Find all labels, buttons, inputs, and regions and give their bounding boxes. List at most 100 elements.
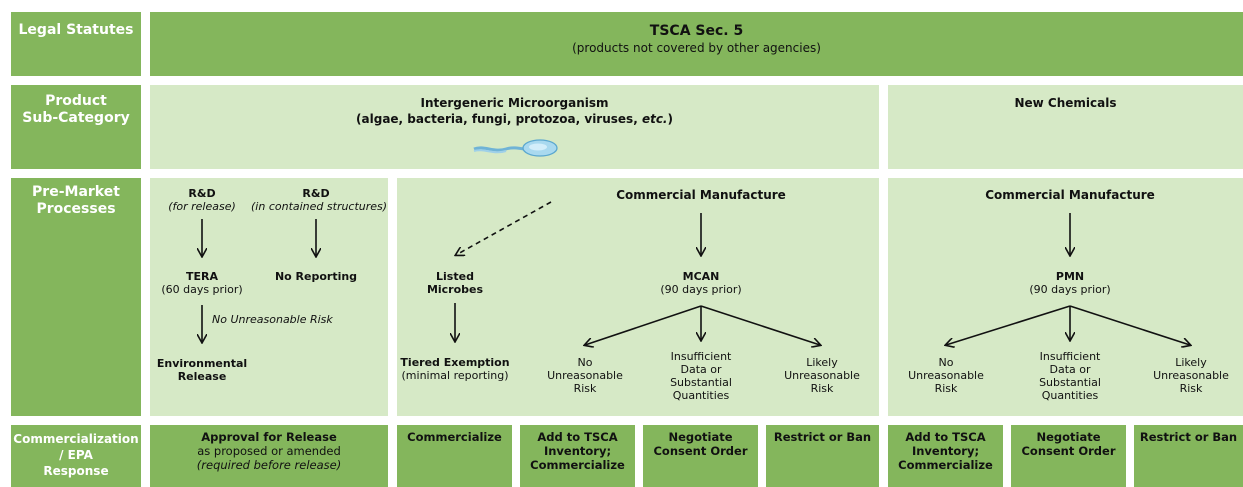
row-label-text: Product (45, 93, 107, 109)
node-line: Quantities (1041, 389, 1099, 402)
response-line: Negotiate (668, 430, 733, 444)
mcan-outcome-no-risk: No Unreasonable Risk (535, 356, 635, 395)
row-label-text: Response (43, 464, 109, 478)
row-label-product-sub-category: Product Sub-Category (11, 85, 141, 169)
rd-release-node: R&D (for release) (152, 187, 252, 213)
environmental-release-node: Environmental Release (152, 357, 252, 383)
response-negotiate-consent-order-microbe: Negotiate Consent Order (643, 425, 758, 487)
response-title: Restrict or Ban (1139, 430, 1238, 444)
node-line: Data or (680, 363, 722, 376)
node-line: Likely (1175, 356, 1207, 369)
node-title: R&D (302, 187, 330, 200)
rd-contained-node: R&D (in contained structures) (251, 187, 388, 213)
node-line: Risk (1179, 382, 1203, 395)
statute-title: TSCA Sec. 5 (649, 23, 744, 39)
node-line: Unreasonable (784, 369, 860, 382)
node-title: PMN (1055, 270, 1085, 283)
response-line: (required before release) (196, 458, 342, 472)
new-chemicals-category-box: New Chemicals (888, 85, 1243, 169)
commercial-manufacture-chemical: Commercial Manufacture (985, 188, 1155, 202)
pmn-outcome-insufficient: Insufficient Data or Substantial Quantit… (1020, 350, 1120, 402)
microbe-icon (473, 139, 558, 157)
row-label-commercialization-response: Commercialization / EPA Response (11, 425, 141, 487)
node-line: Substantial (670, 376, 732, 389)
response-line: Add to TSCA (905, 430, 986, 444)
row-label-text: Sub-Category (22, 110, 130, 126)
node-note: (90 days prior) (660, 283, 742, 296)
arrow-mcan-to-no-risk (585, 305, 702, 345)
node-note: (60 days prior) (161, 283, 243, 296)
response-negotiate-consent-order-chemical: Negotiate Consent Order (1011, 425, 1126, 487)
node-line: Release (177, 370, 227, 383)
node-line: Risk (934, 382, 958, 395)
new-chemicals-title: New Chemicals (1014, 96, 1117, 110)
arrow-pmn-to-no-risk (946, 305, 1071, 345)
response-line: Add to TSCA (537, 430, 618, 444)
response-title: Restrict or Ban (773, 430, 872, 444)
arrow-mcan-to-likely (700, 305, 820, 345)
node-note: (for release) (168, 200, 236, 213)
node-line: Environmental (156, 357, 248, 370)
subtitle-etc: etc. (641, 112, 668, 126)
node-line: Unreasonable (547, 369, 623, 382)
pmn-outcome-no-risk: No Unreasonable Risk (896, 356, 996, 395)
node-line: Data or (1049, 363, 1091, 376)
mcan-outcome-likely: Likely Unreasonable Risk (772, 356, 872, 395)
row-label-legal-statutes: Legal Statutes (11, 12, 141, 76)
subtitle-suffix: ) (667, 112, 673, 126)
node-note: (90 days prior) (1029, 283, 1111, 296)
response-title: Commercialize (407, 430, 502, 444)
listed-microbes-node: Listed Microbes (405, 270, 505, 296)
pmn-outcome-likely: Likely Unreasonable Risk (1141, 356, 1241, 395)
node-note: (in contained structures) (251, 200, 388, 213)
tsca-statute-box: TSCA Sec. 5 (products not covered by oth… (150, 12, 1243, 76)
subtitle-text: (algae, bacteria, fungi, protozoa, virus… (356, 112, 642, 126)
response-line: Consent Order (1021, 444, 1116, 458)
tiered-exemption-node: Tiered Exemption (minimal reporting) (395, 356, 515, 382)
response-approval-for-release: Approval for Release as proposed or amen… (150, 425, 388, 487)
response-line: Inventory; (543, 444, 612, 458)
response-line: Negotiate (1036, 430, 1101, 444)
row-label-text: Commercialization (13, 432, 139, 446)
row-label-text: / EPA (59, 448, 93, 462)
mcan-node: MCAN (90 days prior) (651, 270, 751, 296)
response-restrict-or-ban-microbe: Restrict or Ban (766, 425, 879, 487)
node-line: Unreasonable (908, 369, 984, 382)
arrow-commercial-to-listed-microbes (456, 201, 552, 255)
response-line: Inventory; (911, 444, 980, 458)
node-line: Quantities (672, 389, 730, 402)
row-label-text: Processes (36, 201, 116, 217)
node-title: No Reporting (274, 270, 358, 283)
node-note: (minimal reporting) (401, 369, 509, 382)
response-line: Commercialize (898, 458, 993, 472)
no-unreasonable-risk-label: No Unreasonable Risk (212, 313, 333, 326)
node-line: Microbes (426, 283, 484, 296)
microorganism-category-box: Intergeneric Microorganism (algae, bacte… (150, 85, 879, 169)
node-line: Insufficient (670, 350, 732, 363)
node-title: R&D (188, 187, 216, 200)
node-line: Unreasonable (1153, 369, 1229, 382)
node-line: Likely (806, 356, 838, 369)
response-title: Approval for Release (201, 430, 337, 444)
node-line: Risk (810, 382, 834, 395)
tera-node: TERA (60 days prior) (152, 270, 252, 296)
response-add-to-tsca-inventory-chemical: Add to TSCA Inventory; Commercialize (888, 425, 1003, 487)
no-reporting-node: No Reporting (266, 270, 366, 283)
node-title: MCAN (682, 270, 720, 283)
node-line: Insufficient (1039, 350, 1101, 363)
microbe-commercial-panel (397, 178, 879, 416)
node-line: Risk (573, 382, 597, 395)
node-line: No (577, 356, 593, 369)
response-restrict-or-ban-chemical: Restrict or Ban (1134, 425, 1243, 487)
pmn-node: PMN (90 days prior) (1020, 270, 1120, 296)
microorganism-title: Intergeneric Microorganism (420, 96, 609, 110)
chemical-commercial-panel (888, 178, 1243, 416)
response-line: as proposed or amended (197, 444, 341, 458)
node-title: TERA (185, 270, 218, 283)
node-line: Substantial (1039, 376, 1101, 389)
response-line: Consent Order (653, 444, 748, 458)
response-commercialize: Commercialize (397, 425, 512, 487)
commercial-manufacture-microbe: Commercial Manufacture (616, 188, 786, 202)
node-line: No (938, 356, 954, 369)
